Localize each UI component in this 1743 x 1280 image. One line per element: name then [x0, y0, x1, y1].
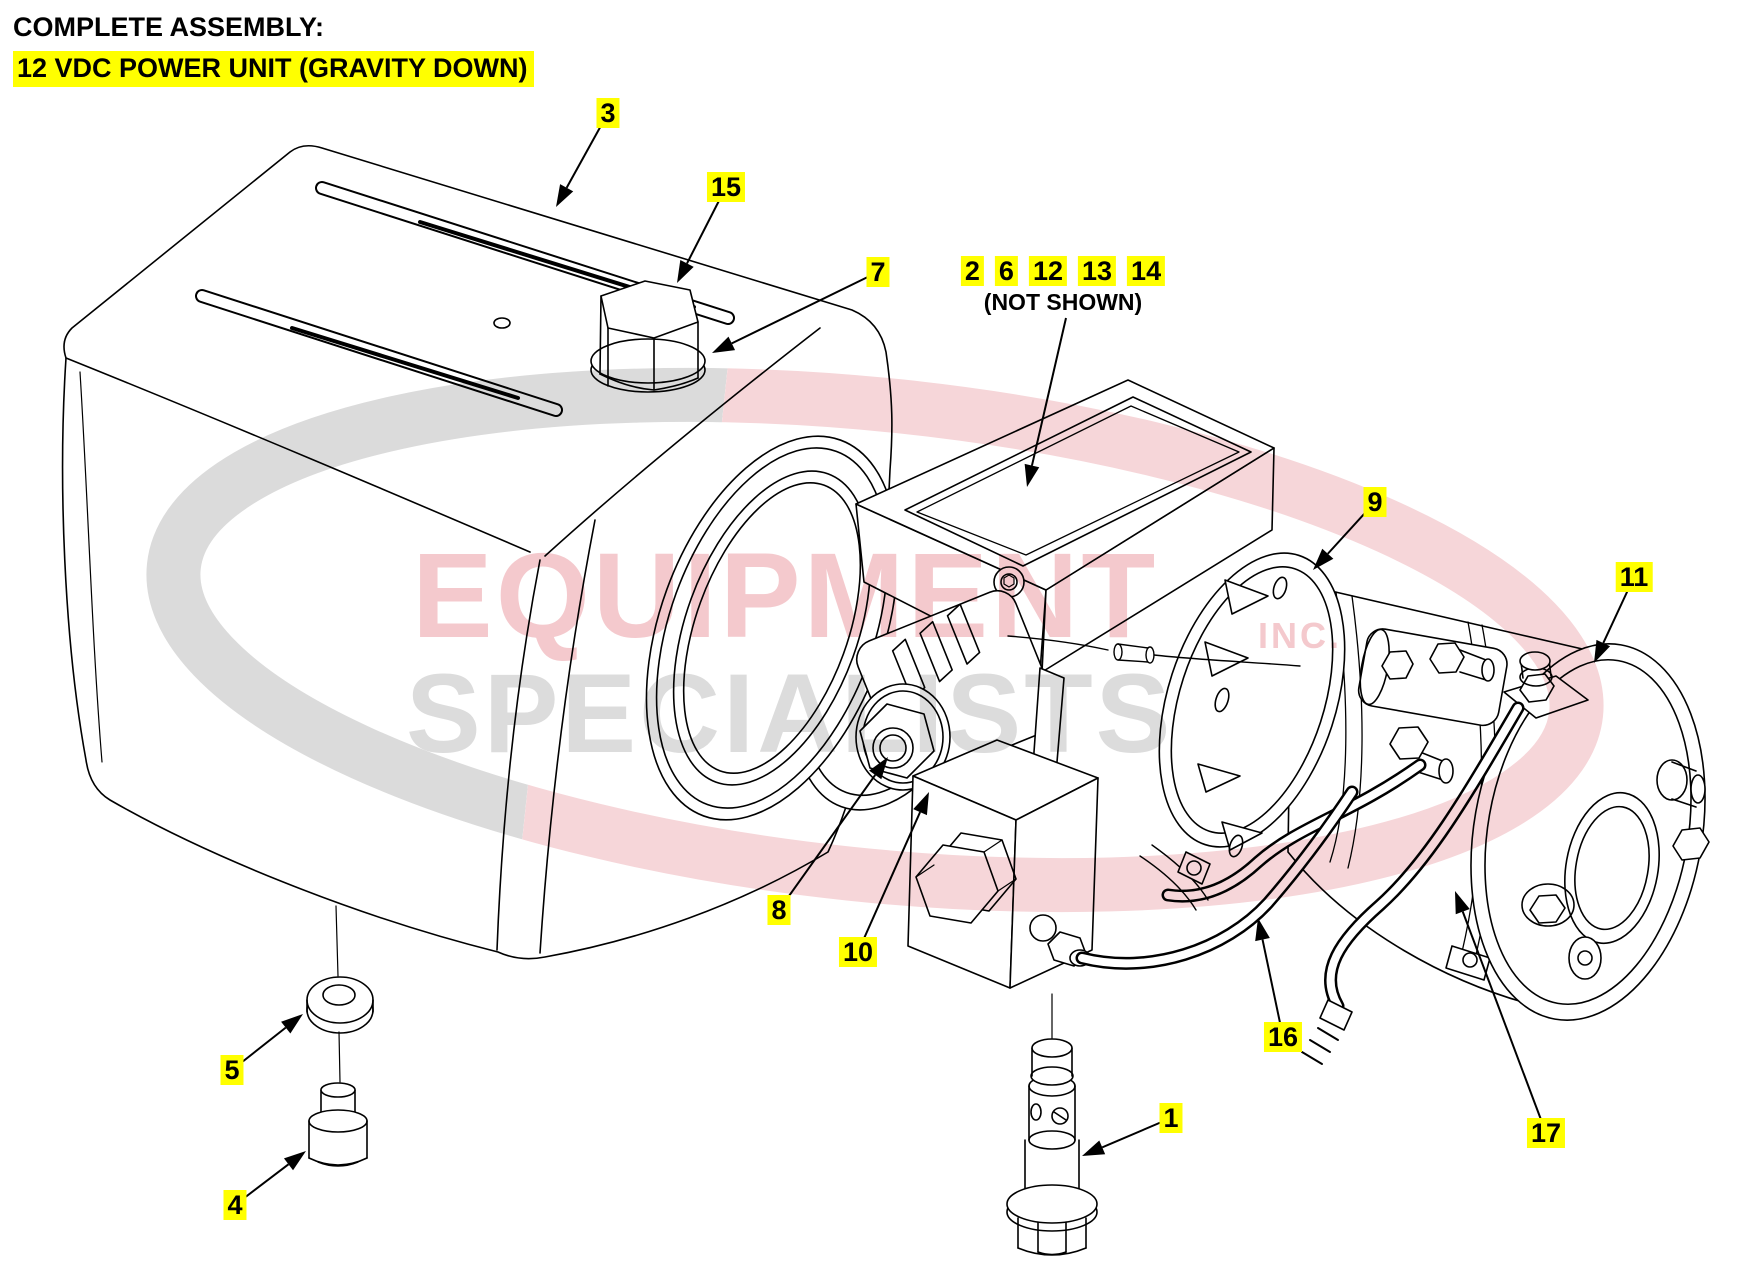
callout-label-16: 16 — [1263, 1022, 1303, 1052]
cartridge-valve-drawing — [1006, 1038, 1098, 1256]
watermark-word-inc: INC. — [1258, 615, 1342, 656]
callout-label-15: 15 — [706, 172, 746, 202]
adapter-plate-drawing — [1158, 552, 1346, 858]
coil-valve-drawing — [855, 589, 1065, 847]
callout-label-7: 7 — [866, 257, 890, 287]
callout-label-2: 2 — [960, 256, 984, 286]
assembly-centerline — [335, 905, 341, 1083]
plug-drawing — [308, 1082, 368, 1167]
callout-label-14: 14 — [1127, 256, 1166, 286]
assembly-subtitle-highlighted: 12 VDC POWER UNIT (GRAVITY DOWN) — [13, 51, 534, 87]
callout-label-8: 8 — [767, 895, 791, 925]
callout-label-12: 12 — [1028, 256, 1068, 286]
callout-label-13: 13 — [1078, 256, 1117, 286]
start-solenoid-drawing — [1357, 628, 1508, 784]
page-title: COMPLETE ASSEMBLY: — [13, 12, 325, 42]
callout-label-5: 5 — [220, 1055, 244, 1085]
callout-label-3: 3 — [596, 98, 620, 128]
not-shown-note: (NOT SHOWN) — [983, 289, 1143, 315]
callout-label-11: 11 — [1615, 562, 1653, 592]
callout-label-17: 17 — [1526, 1118, 1566, 1148]
callout-label-6: 6 — [994, 256, 1018, 286]
coil-wire-drawing — [1007, 635, 1301, 667]
callout-label-1: 1 — [1159, 1103, 1183, 1133]
watermark-word-specialists: SPECIALISTS — [406, 651, 1173, 776]
grommet-drawing — [306, 976, 374, 1034]
watermark-word-equipment: EQUIPMENT — [412, 527, 1158, 663]
callout-label-10: 10 — [838, 937, 878, 967]
callout-label-4: 4 — [223, 1190, 247, 1220]
callout-label-9: 9 — [1363, 487, 1387, 517]
